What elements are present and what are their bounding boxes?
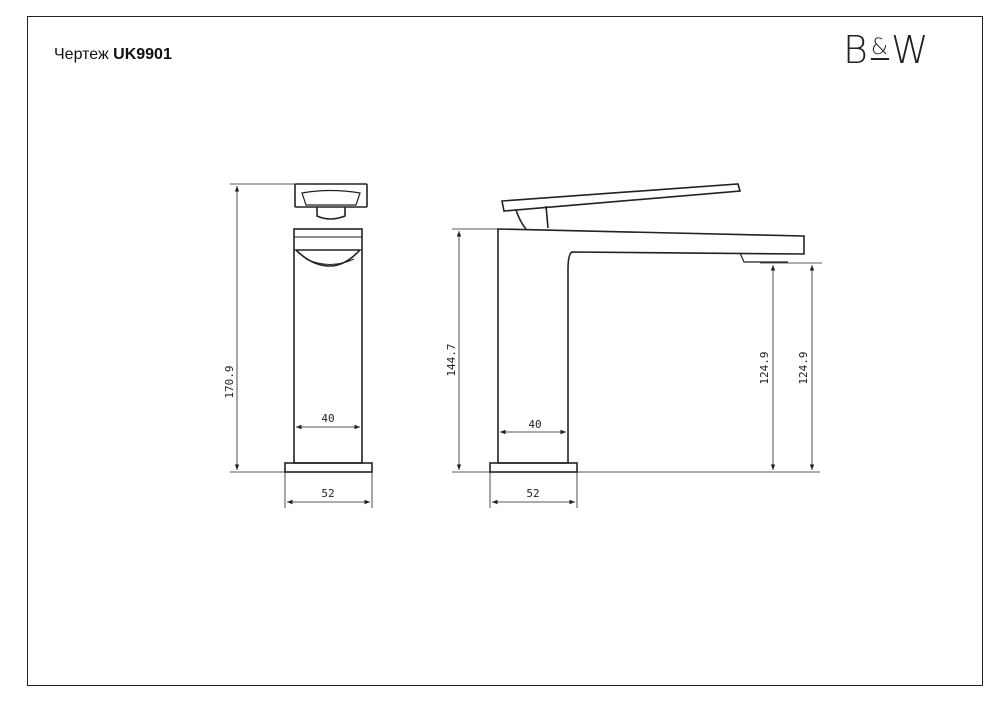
side-base-width-label: 52 (526, 487, 539, 500)
front-view (284, 183, 373, 473)
side-lever (501, 183, 742, 212)
side-body-width-label: 40 (528, 418, 541, 431)
logo-letter-b: B (843, 28, 869, 72)
front-handle-cap (294, 183, 368, 208)
side-lever-joint-left (515, 209, 527, 230)
front-height-dimension (230, 183, 295, 473)
front-base-width-dimension (284, 472, 373, 508)
side-aerator (739, 252, 788, 263)
front-body-width-label: 40 (321, 412, 334, 425)
side-height-dimension (452, 228, 498, 473)
spout-height-inner-dimension (760, 262, 822, 470)
drawing-frame (27, 16, 983, 686)
side-body-spout (497, 228, 805, 464)
front-aerator (294, 249, 362, 267)
front-aerator-inner (305, 258, 355, 265)
front-base (284, 462, 373, 473)
front-handle-recess (301, 189, 361, 206)
front-handle-stem (316, 207, 346, 220)
spout-height-outer-label: 124.9 (797, 351, 810, 384)
side-base-width-dimension (489, 472, 578, 508)
brand-logo: B&W (843, 28, 930, 72)
side-lever-joint-right (545, 205, 549, 229)
drawing-title: Чертеж UK9901 (54, 46, 172, 64)
side-height-label: 144.7 (445, 343, 458, 376)
spout-height-inner-label: 124.9 (758, 351, 771, 384)
front-height-label: 170.9 (223, 365, 236, 398)
front-base-width-label: 52 (321, 487, 334, 500)
side-view (489, 183, 805, 473)
title-prefix: Чертеж (54, 46, 109, 63)
model-code: UK9901 (113, 46, 172, 63)
logo-letter-w: W (891, 28, 930, 72)
side-base (489, 462, 578, 473)
logo-ampersand: & (870, 35, 890, 60)
